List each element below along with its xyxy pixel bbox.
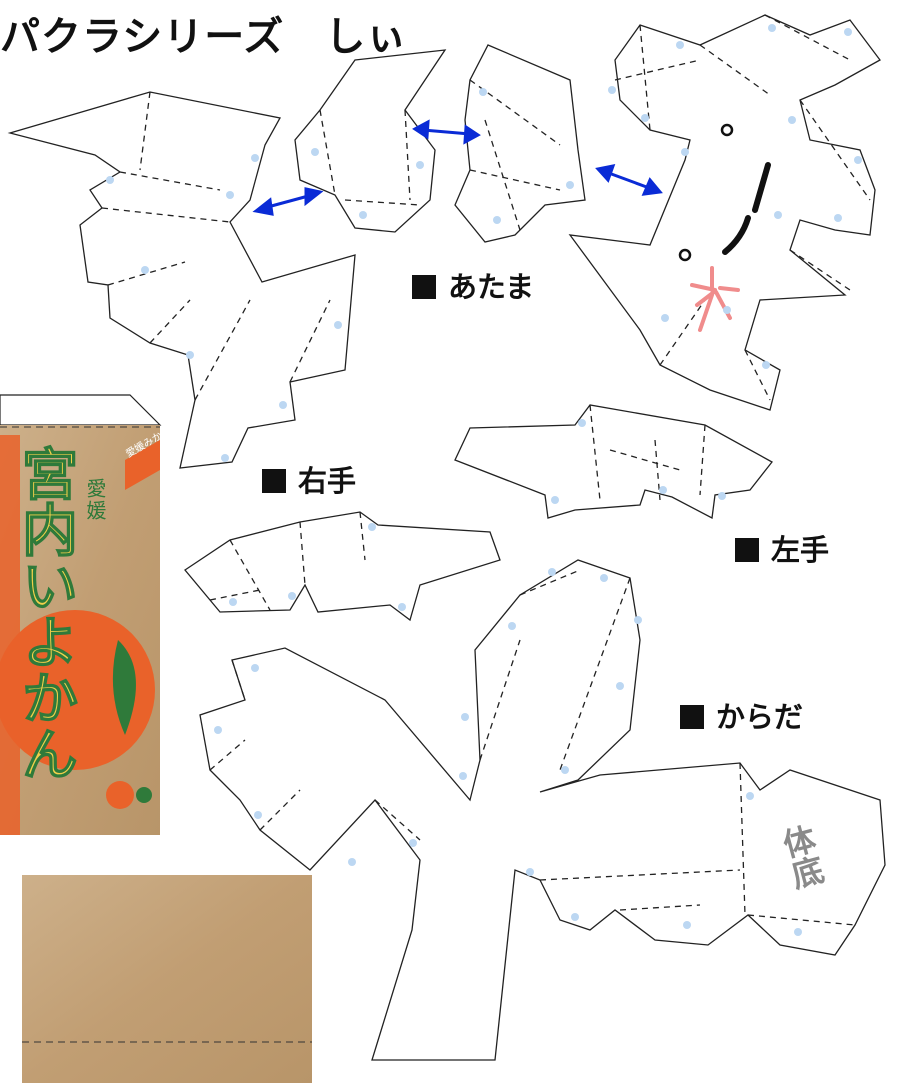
label-left-hand-text: 左手 — [771, 533, 830, 567]
left-hand-piece — [454, 404, 773, 520]
bullet-square — [735, 538, 759, 562]
bullet-square — [680, 705, 704, 729]
label-right-hand: 右手 — [262, 458, 356, 500]
bullet-square — [412, 275, 436, 299]
label-head-text: あたま — [448, 270, 535, 304]
label-left-hand: 左手 — [735, 527, 829, 569]
body-piece — [199, 559, 886, 1061]
head-piece-left — [7, 91, 356, 469]
head-piece-mid-a — [294, 49, 447, 233]
bullet-square — [262, 469, 286, 493]
box-brand-small: 愛媛 — [83, 478, 107, 522]
box-bottom-panel — [22, 875, 312, 1083]
label-body: からだ — [680, 694, 803, 736]
label-right-hand-text: 右手 — [298, 464, 357, 498]
fold-arrows — [252, 119, 663, 216]
box-print-panel — [0, 394, 162, 835]
label-body-text: からだ — [716, 700, 804, 734]
box-brand-large: 宮内いよかん — [13, 445, 78, 781]
head-piece-mid-b — [454, 44, 586, 243]
page-title: パクラシリーズ しぃ — [0, 14, 408, 60]
right-hand-piece — [184, 511, 501, 622]
glue-dots — [106, 24, 862, 936]
head-piece-face — [568, 14, 881, 411]
label-head: あたま — [412, 264, 534, 306]
